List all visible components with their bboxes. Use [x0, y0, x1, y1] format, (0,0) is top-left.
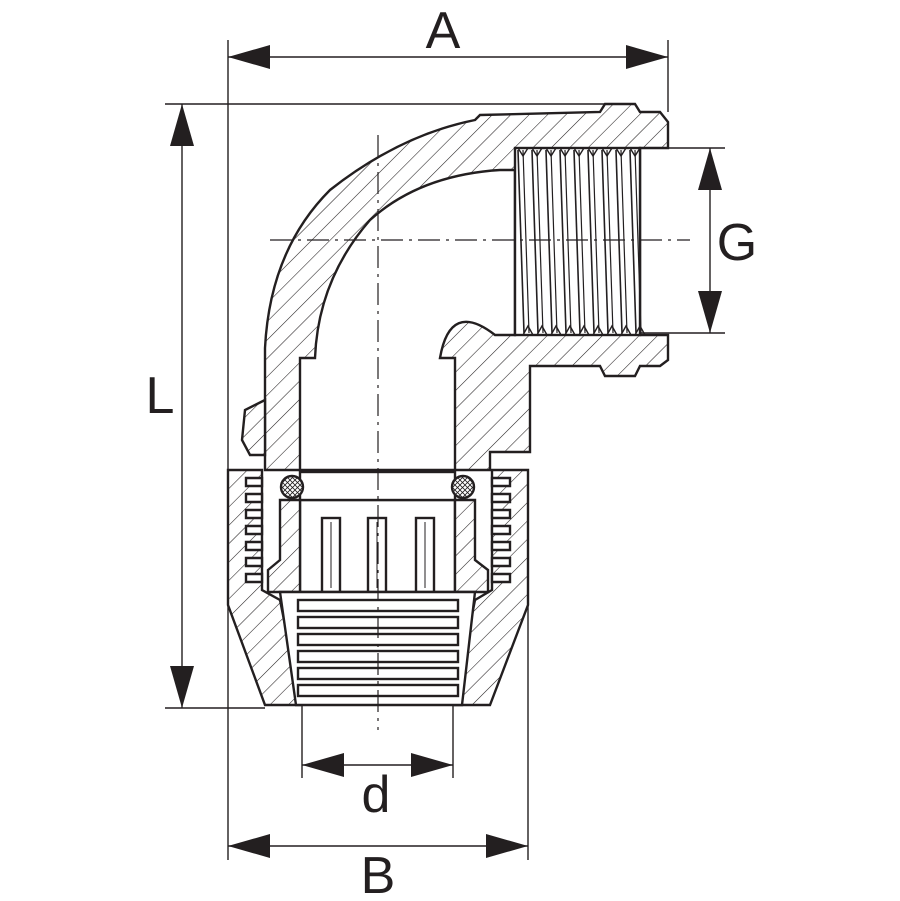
- thread-line: [559, 149, 567, 334]
- thread-line: [517, 149, 525, 334]
- thread-line: [620, 149, 628, 334]
- thread-line: [573, 149, 581, 334]
- thread-crest: [559, 147, 571, 158]
- thread-crest: [615, 147, 627, 158]
- thread-line: [550, 149, 558, 334]
- cap-threads: [244, 476, 512, 584]
- thread-crest: [573, 147, 585, 158]
- thread-tooth: [490, 524, 512, 536]
- thread-crest: [620, 324, 632, 336]
- dim-label-L: L: [146, 367, 175, 425]
- thread-line: [578, 149, 586, 334]
- thread-line: [545, 149, 553, 334]
- thread-crest: [587, 147, 599, 158]
- thread-line: [615, 149, 623, 334]
- elbow-inner-bore: [298, 168, 517, 472]
- thread-tooth: [490, 476, 512, 488]
- thread-tooth: [244, 524, 264, 536]
- dim-label-B: B: [361, 847, 396, 901]
- thread-crest: [564, 324, 576, 336]
- thread-crest: [629, 147, 641, 158]
- thread-tooth: [244, 556, 264, 568]
- thread-line: [606, 149, 614, 334]
- thread-tooth: [244, 492, 264, 504]
- thread-crest: [545, 147, 557, 158]
- thread-tooth: [244, 572, 264, 584]
- thread-crest: [592, 324, 604, 336]
- thread-tooth: [490, 508, 512, 520]
- thread-crest: [606, 324, 618, 336]
- elbow-body: [263, 102, 670, 472]
- thread-crest: [601, 147, 613, 158]
- thread-tooth: [244, 476, 264, 488]
- thread-crest: [531, 147, 543, 158]
- thread-crest: [550, 324, 562, 336]
- o-ring-left: [279, 474, 305, 500]
- dim-label-A: A: [426, 2, 461, 60]
- thread-line: [587, 149, 595, 334]
- dim-label-G: G: [717, 214, 757, 272]
- thread-tooth: [490, 492, 512, 504]
- thread-crest: [517, 147, 529, 158]
- thread-line: [564, 149, 572, 334]
- collet-left-wall: [266, 498, 302, 594]
- thread-crest: [634, 324, 646, 336]
- thread-line: [531, 149, 539, 334]
- thread-crest: [578, 324, 590, 336]
- dimension-arrows: [170, 45, 722, 858]
- thread-tooth: [490, 540, 512, 552]
- female-thread: [517, 147, 646, 336]
- body-nub: [240, 398, 267, 457]
- thread-line: [634, 149, 642, 334]
- dimension-lines: [165, 40, 725, 860]
- thread-crest: [522, 324, 534, 336]
- dim-label-d: d: [362, 766, 391, 824]
- thread-line: [536, 149, 544, 334]
- thread-line: [629, 149, 637, 334]
- o-ring-right: [450, 474, 476, 500]
- thread-tooth: [490, 556, 512, 568]
- thread-crest: [536, 324, 548, 336]
- thread-tooth: [244, 508, 264, 520]
- thread-tooth: [244, 540, 264, 552]
- collet-right-wall: [453, 498, 490, 594]
- thread-line: [522, 149, 530, 334]
- thread-line: [592, 149, 600, 334]
- thread-line: [601, 149, 609, 334]
- thread-tooth: [490, 572, 512, 584]
